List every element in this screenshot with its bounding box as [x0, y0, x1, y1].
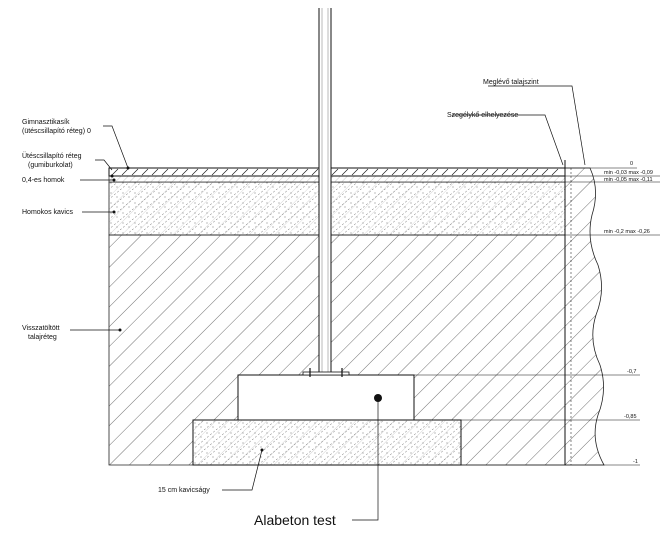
label-impact-layer-sub: (gumiburkolat) [28, 162, 73, 169]
rubber-tick [521, 168, 529, 176]
level-3: min -0,2 max -0,26 [604, 229, 650, 235]
label-sand: 0,4-es homok [22, 177, 65, 184]
post [302, 8, 350, 377]
rubber-tick [301, 168, 309, 176]
rubber-tick [141, 168, 149, 176]
rubber-tick [131, 168, 139, 176]
label-existing-ground: Meglévő talajszint [483, 79, 539, 86]
rubber-tick [421, 168, 429, 176]
rubber-tick [451, 168, 459, 176]
rubber-tick [171, 168, 179, 176]
level-labels: 0 min -0,03 max -0,09 min -0,05 max -0,1… [604, 161, 653, 465]
level-2: min -0,05 max -0,11 [604, 177, 653, 183]
sandy-gravel-layer [108, 181, 566, 236]
rubber-tick [491, 168, 499, 176]
rubber-tick [241, 168, 249, 176]
rubber-tick [231, 168, 239, 176]
level-4: -0,7 [627, 369, 636, 375]
label-backfill-sub: talajréteg [28, 334, 57, 341]
rubber-tick [151, 168, 159, 176]
label-gravel-bed: 15 cm kavicságy [158, 487, 210, 494]
rubber-tick [361, 168, 369, 176]
label-gym-surface-sub: (ütéscsillapító réteg) 0 [22, 128, 91, 135]
rubber-tick [291, 168, 299, 176]
existing-soil-right [564, 167, 605, 466]
level-zero: 0 [630, 161, 633, 167]
rubber-tick [311, 168, 319, 176]
sand-layer [108, 175, 566, 183]
label-concrete: Alabeton test [254, 512, 336, 528]
rubber-tick [551, 168, 559, 176]
rubber-tick [351, 168, 359, 176]
rubber-tick [531, 168, 539, 176]
level-lines [414, 167, 660, 466]
rubber-tick [331, 168, 339, 176]
rubber-tick [411, 168, 419, 176]
level-1: min -0,03 max -0,09 [604, 170, 653, 176]
rubber-tick [251, 168, 259, 176]
right-callouts [452, 85, 586, 166]
label-gym-surface: Gimnasztikasík [22, 119, 70, 126]
rubber-tick [161, 168, 169, 176]
rubber-tick [461, 168, 469, 176]
label-backfill: Visszatöltött [22, 325, 60, 332]
impact-absorbing-layer [108, 167, 566, 177]
rubber-tick [271, 168, 279, 176]
rubber-tick [381, 168, 389, 176]
rubber-tick [371, 168, 379, 176]
left-callouts [70, 125, 379, 521]
labels: Gimnasztikasík (ütéscsillapító réteg) 0 … [22, 79, 539, 528]
rubber-tick [201, 168, 209, 176]
label-impact-layer: Ütéscsillapító réteg [22, 152, 82, 160]
rubber-tick [501, 168, 509, 176]
rubber-tick [261, 168, 269, 176]
label-sandy-gravel: Homokos kavics [22, 209, 73, 216]
rubber-tick [391, 168, 399, 176]
rubber-tick [211, 168, 219, 176]
rubber-tick [401, 168, 409, 176]
level-6: -1 [633, 459, 638, 465]
rubber-tick [191, 168, 199, 176]
rubber-tick [541, 168, 549, 176]
callout-dots [110, 166, 264, 452]
rubber-tick [111, 168, 119, 176]
rubber-tick [431, 168, 439, 176]
rubber-tick [341, 168, 349, 176]
rubber-tick [481, 168, 489, 176]
label-curb: Szegélykő elhelyezése [447, 112, 518, 119]
level-5: -0,85 [624, 414, 637, 420]
rubber-tick [511, 168, 519, 176]
rubber-tick [441, 168, 449, 176]
rubber-tick [471, 168, 479, 176]
rubber-tick [221, 168, 229, 176]
rubber-tick [181, 168, 189, 176]
gravel-bed [192, 419, 462, 466]
rubber-tick [281, 168, 289, 176]
rubber-tick [121, 168, 129, 176]
concrete-block [237, 374, 415, 421]
curb-line [564, 160, 572, 465]
